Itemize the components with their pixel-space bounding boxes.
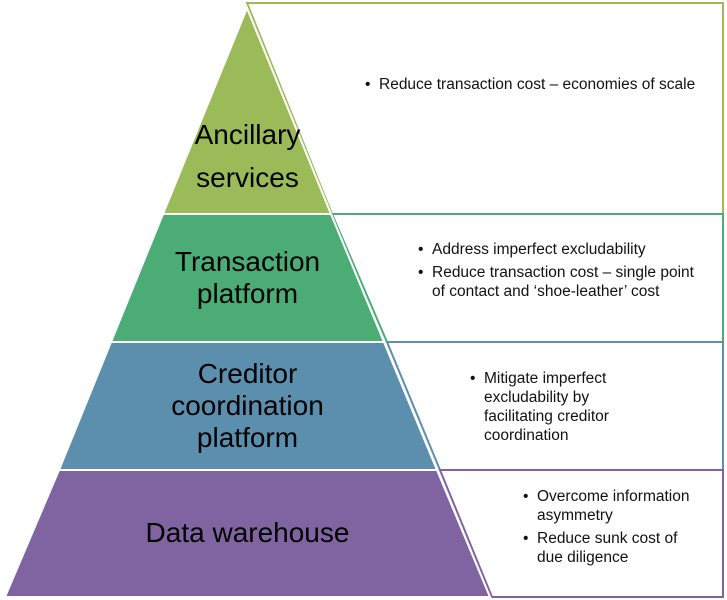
bullets-data-warehouse: • Overcome information asymmetry • Reduc… xyxy=(523,487,698,571)
tier-data-warehouse xyxy=(3,469,492,598)
bullet-item: • Reduce transaction cost – single point… xyxy=(418,263,703,301)
tier-label-line: Ancillary xyxy=(194,119,301,150)
tier-label-line: services xyxy=(196,162,299,193)
tier-label-line: Data warehouse xyxy=(145,517,350,548)
bullet-dot: • xyxy=(470,370,476,387)
bullet-text: Reduce transaction cost – single point o… xyxy=(432,264,694,300)
tier-label-line: Creditor xyxy=(197,358,298,389)
bullet-item: • Mitigate imperfect excludability by fa… xyxy=(470,369,645,445)
bullet-dot: • xyxy=(418,241,424,258)
bullet-item: • Reduce sunk cost of due diligence xyxy=(523,529,698,567)
tier-label-line: Transaction xyxy=(174,246,321,277)
bullets-transaction-platform: • Address imperfect excludability • Redu… xyxy=(418,240,703,305)
tier-label-line: platform xyxy=(196,278,299,309)
tier-label-transaction-platform: Transaction platform xyxy=(140,246,355,310)
bullet-dot: • xyxy=(523,488,529,505)
bullet-text: Overcome information asymmetry xyxy=(537,488,690,524)
tier-label-line: coordination xyxy=(171,390,324,421)
tier-label-ancillary-services: Ancillary services xyxy=(170,113,325,199)
bullet-item: • Overcome information asymmetry xyxy=(523,487,698,525)
bullet-text: Reduce transaction cost – economies of s… xyxy=(379,76,696,93)
bullet-dot: • xyxy=(418,264,424,281)
tier-label-line: platform xyxy=(196,422,299,453)
bullets-creditor-coordination-platform: • Mitigate imperfect excludability by fa… xyxy=(470,369,645,449)
bullet-dot: • xyxy=(365,76,371,93)
tier-label-creditor-coordination-platform: Creditor coordination platform xyxy=(140,358,355,454)
box-data-warehouse xyxy=(438,469,724,598)
bullet-item: • Reduce transaction cost – economies of… xyxy=(365,75,700,94)
bullet-text: Reduce sunk cost of due diligence xyxy=(537,530,678,566)
bullet-text: Mitigate imperfect excludability by faci… xyxy=(484,370,609,444)
bullets-ancillary-services: • Reduce transaction cost – economies of… xyxy=(365,75,700,98)
bullet-item: • Address imperfect excludability xyxy=(418,240,703,259)
bullet-text: Address imperfect excludability xyxy=(432,241,646,258)
bullet-dot: • xyxy=(523,530,529,547)
tier-label-data-warehouse: Data warehouse xyxy=(100,517,395,549)
